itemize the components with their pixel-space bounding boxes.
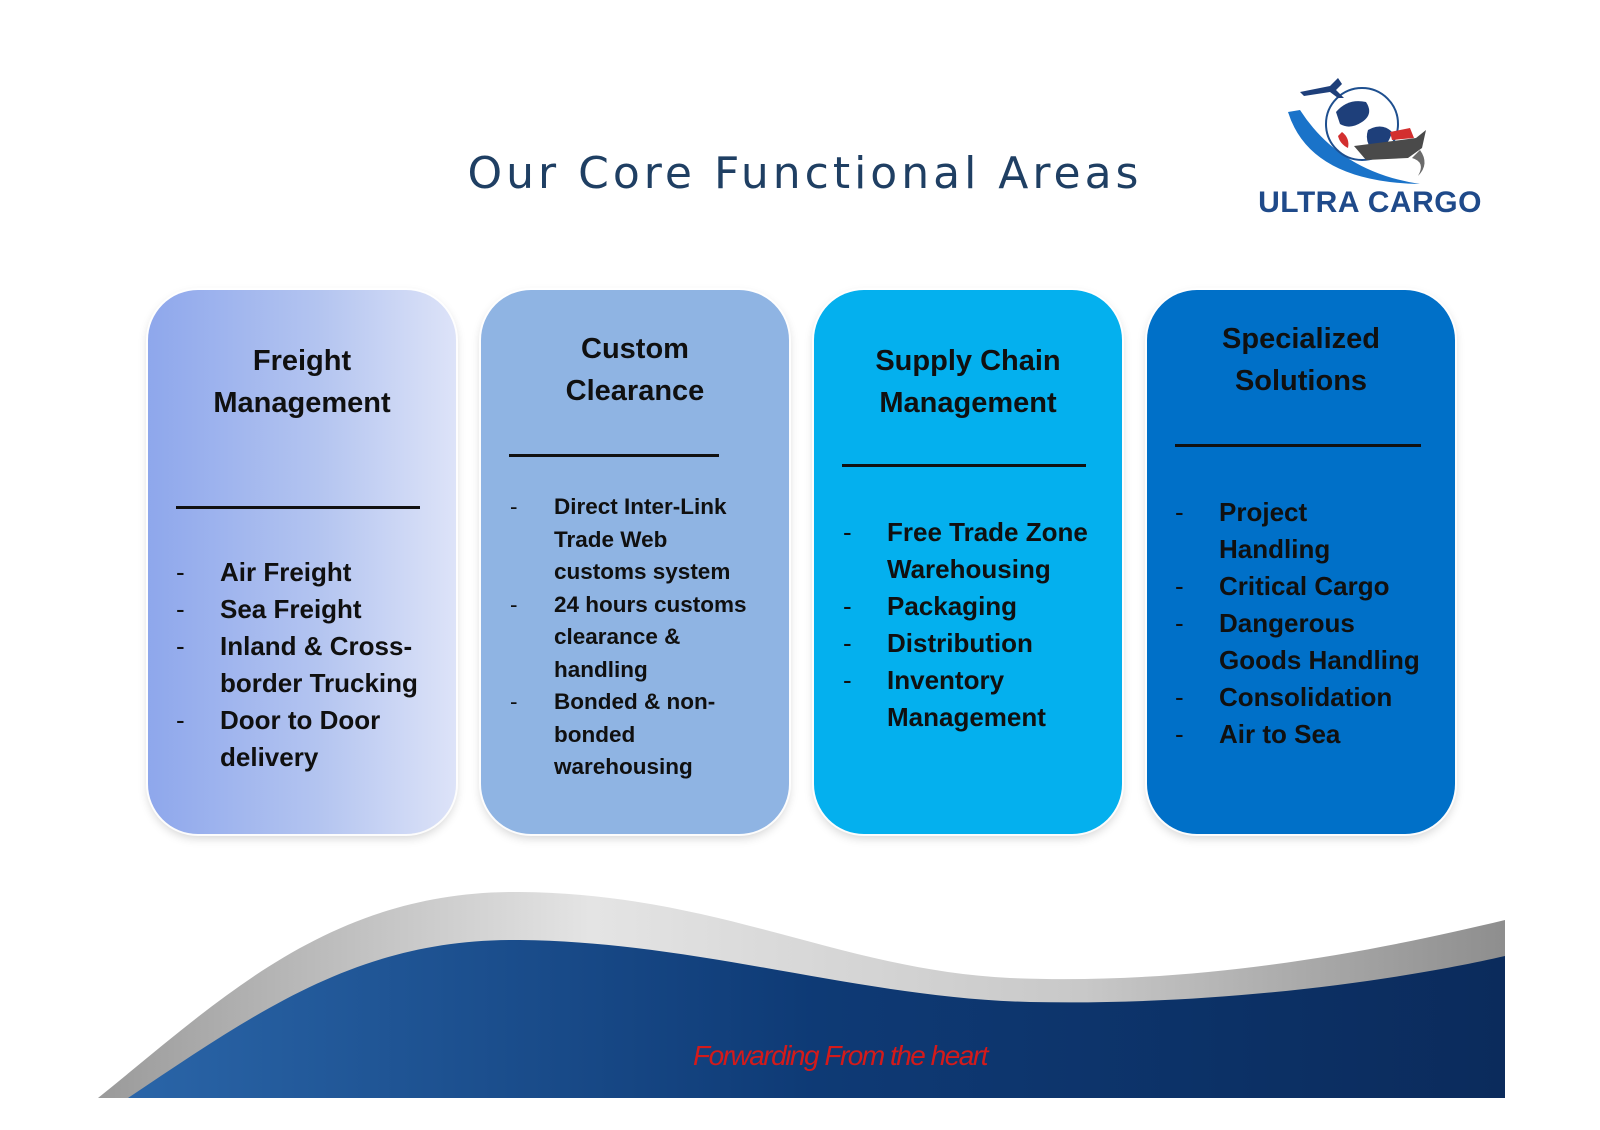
service-list: -Air Freight -Sea Freight -Inland & Cros…: [176, 554, 456, 776]
heading-divider: [509, 454, 719, 457]
ultra-cargo-logo: ULTRA CARGO: [1250, 72, 1481, 232]
slide-title: Our Core Functional Areas: [467, 148, 1143, 199]
globe-plane-ship-icon: [1288, 78, 1426, 184]
list-item: -Distribution: [843, 628, 1033, 658]
list-item: -Consolidation: [1175, 682, 1393, 712]
tagline: Forwarding From the heart: [693, 1040, 988, 1071]
heading-divider: [842, 464, 1086, 467]
card-freight-management: Freight Management -Air Freight -Sea Fre…: [148, 290, 456, 834]
card-heading: Supply Chain Management: [875, 345, 1061, 419]
list-item: -Air Freight: [176, 557, 352, 587]
list-item: -Inland & Cross-border Trucking: [176, 631, 418, 698]
heading-divider: [176, 506, 420, 509]
list-item: -Sea Freight: [176, 594, 362, 624]
logo-text: ULTRA CARGO: [1258, 186, 1482, 219]
footer-wave: [98, 891, 1505, 1098]
heading-divider: [1175, 444, 1421, 447]
card-heading: Custom Clearance: [565, 333, 705, 407]
card-heading: Freight Management: [213, 345, 391, 419]
list-item: -Air to Sea: [1175, 719, 1341, 749]
list-item: -Packaging: [843, 591, 1018, 621]
card-supply-chain-management: Supply Chain Management -Free Trade Zone…: [814, 290, 1122, 834]
list-item: -Critical Cargo: [1175, 571, 1390, 601]
card-heading: Specialized Solutions: [1222, 323, 1380, 397]
